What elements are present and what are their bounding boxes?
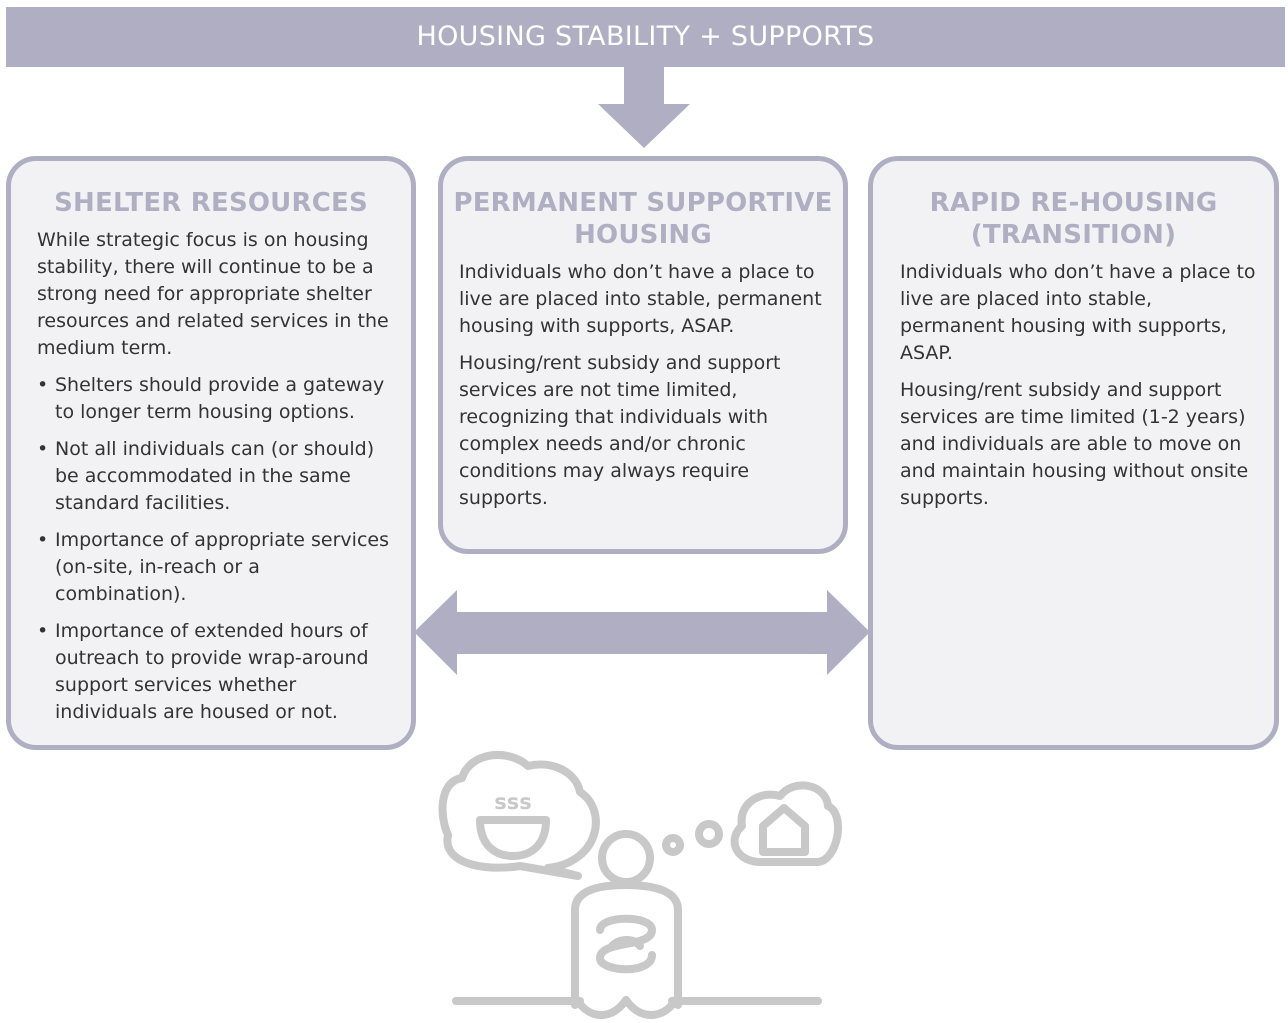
rrh-paragraph-1: Individuals who don’t have a place to li… [900,261,1256,364]
bullet-dot: • [37,620,49,642]
bullet-item: • Shelters should provide a gateway to lo… [37,372,395,426]
bullet-text: Shelters should provide a gateway to lon… [55,374,385,423]
psh-paragraph-2: Housing/rent subsidy and support service… [459,352,781,509]
rrh-title: RAPID RE-HOUSING (TRANSITION) [929,188,1218,250]
bullet-item: • Not all individuals can (or should) be … [37,436,395,517]
thought-cloud-icon [438,750,600,880]
shelter-intro: While strategic focus is on housing stab… [37,229,389,359]
shelter-resources-panel: SHELTER RESOURCES While strategic focus … [6,156,416,750]
banner-title: HOUSING STABILITY + SUPPORTS [416,21,875,52]
double-arrow-icon [414,590,870,675]
bullet-text: Not all individuals can (or should) be a… [55,438,375,514]
bullet-item: • Importance of appropriate services (on-… [37,527,395,608]
bullet-text: Importance of appropriate services (on-s… [55,529,389,605]
bullet-dot: • [37,438,49,460]
shelter-bullet-list: • Shelters should provide a gateway to lo… [37,372,395,726]
bullet-text: Importance of extended hours of outreach… [55,620,369,723]
thought-dot-small [662,834,684,856]
permanent-supportive-housing-panel: PERMANENT SUPPORTIVE HOUSING Individuals… [438,156,848,554]
rapid-rehousing-panel: RAPID RE-HOUSING (TRANSITION) Individual… [868,156,1279,750]
bullet-dot: • [37,374,49,396]
house-icon [730,781,843,866]
steam-glyph: sss [494,790,532,814]
banner: HOUSING STABILITY + SUPPORTS [6,7,1285,67]
down-arrow-icon [598,66,690,148]
psh-paragraph-1: Individuals who don’t have a place to li… [459,261,822,337]
psh-title: PERMANENT SUPPORTIVE HOUSING [453,188,833,250]
bullet-dot: • [37,529,49,551]
thought-dot-large [695,820,723,848]
soup-bowl-icon: sss [476,790,550,860]
bullet-item: • Importance of extended hours of outreac… [37,618,395,726]
shelter-title: SHELTER RESOURCES [54,188,368,218]
person-icon [571,830,682,1019]
rrh-paragraph-2: Housing/rent subsidy and support service… [900,379,1249,509]
